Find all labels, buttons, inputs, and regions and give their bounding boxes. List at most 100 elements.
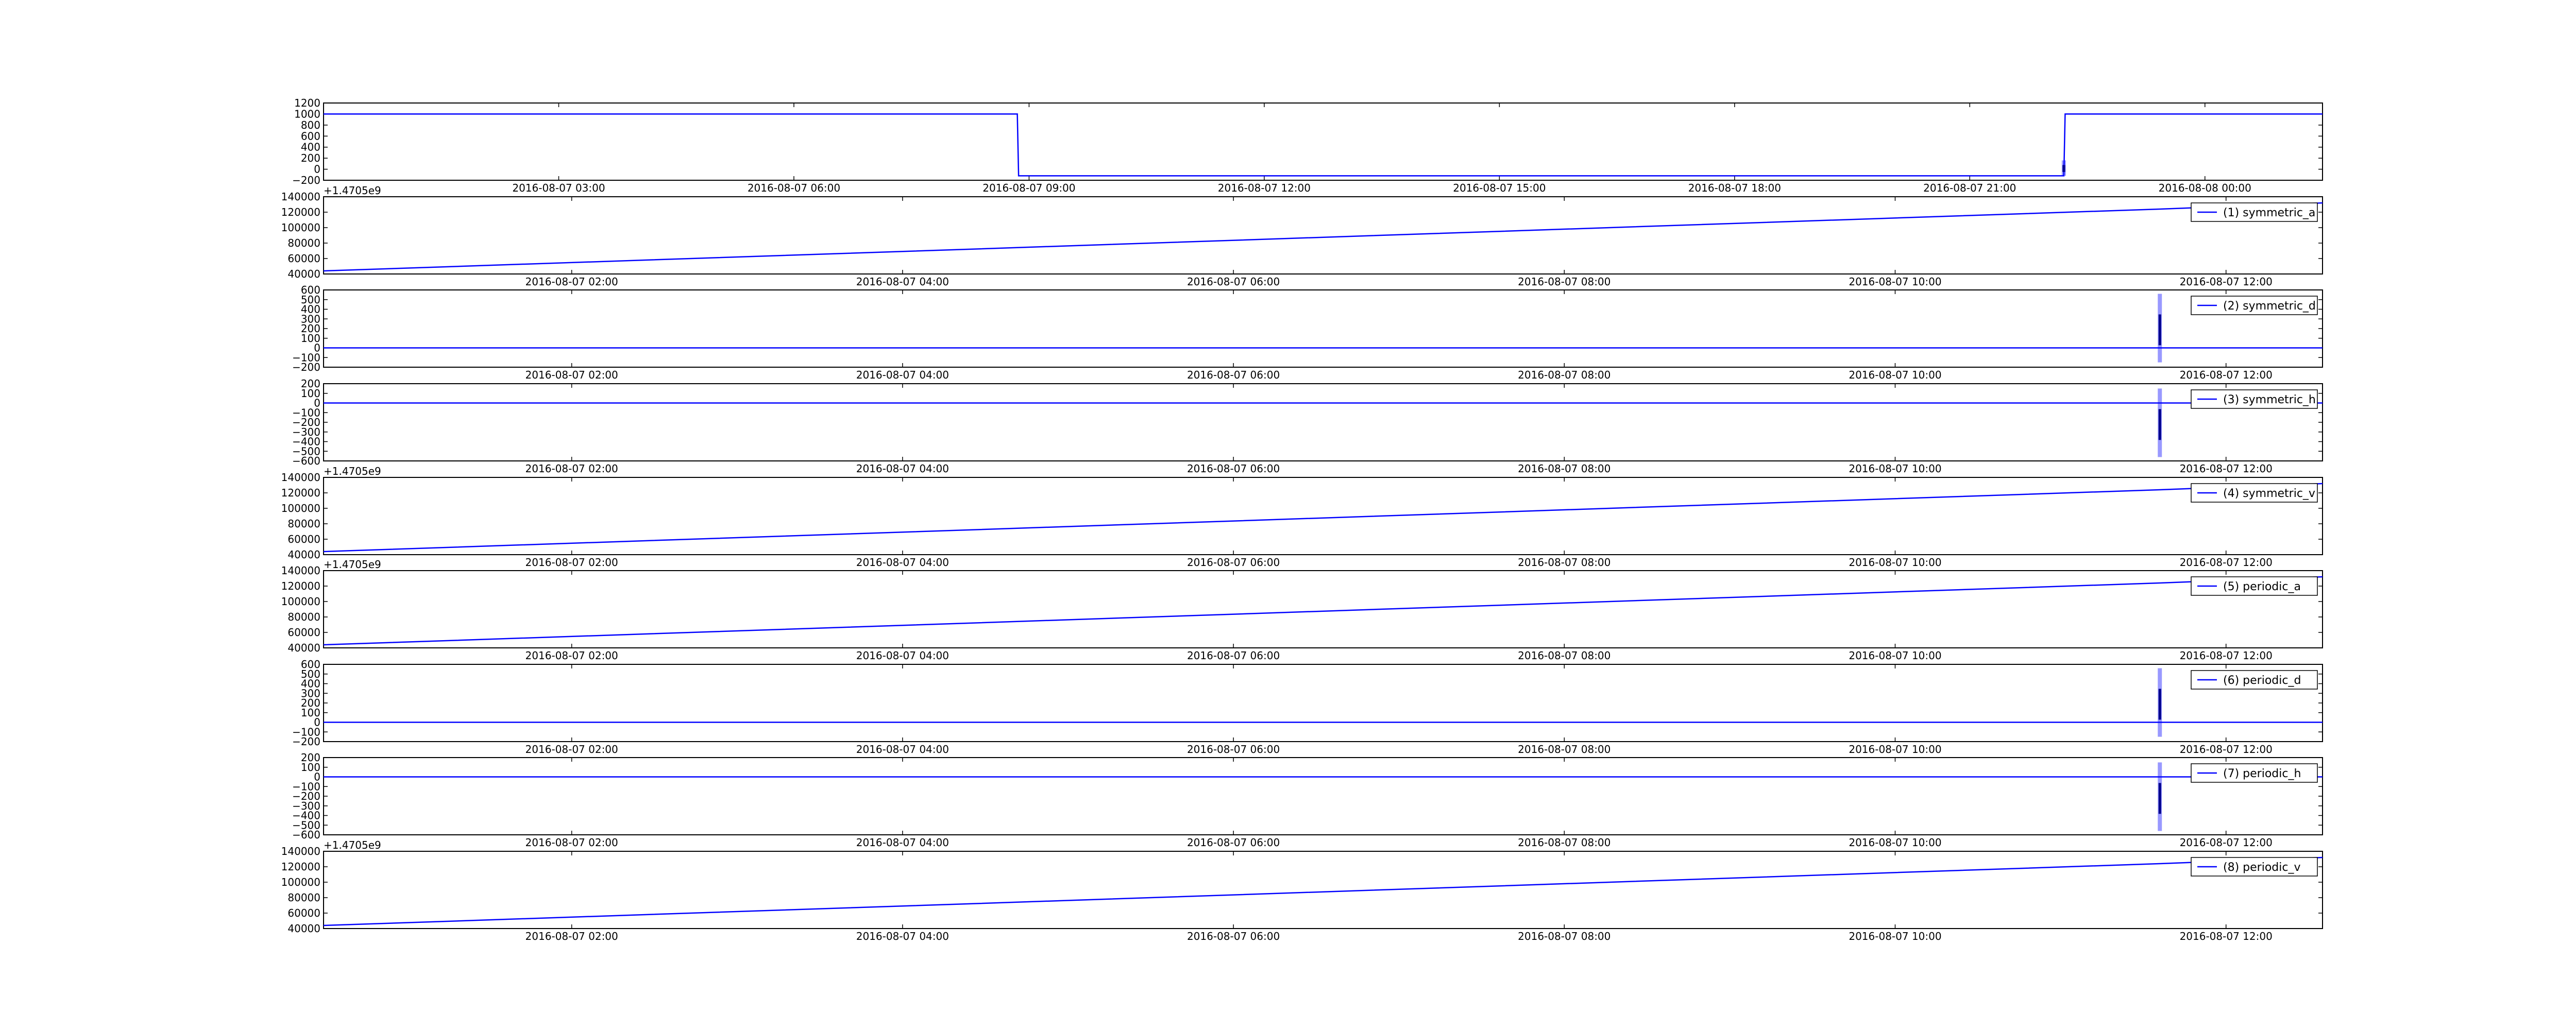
x-tick-label: 2016-08-07 08:00	[1518, 276, 1611, 288]
x-tick-label: 2016-08-07 12:00	[2180, 556, 2273, 569]
x-tick-label: 2016-08-07 02:00	[526, 930, 618, 942]
y-tick-label: −200	[292, 416, 320, 428]
y-tick-label: 60000	[287, 626, 320, 639]
legend-label: (3) symmetric_h	[2223, 393, 2316, 406]
y-offset-label: +1.4705e9	[324, 465, 381, 477]
x-tick-label: 2016-08-07 08:00	[1518, 836, 1611, 849]
y-tick-label: −500	[292, 445, 320, 457]
axes-frame-8	[323, 851, 2323, 929]
y-tick-label: 60000	[287, 533, 320, 545]
y-tick-label: 200	[301, 322, 320, 335]
x-tick-label: 2016-08-07 10:00	[1849, 462, 1941, 475]
x-tick-label: 2016-08-07 02:00	[526, 556, 618, 569]
legend-4: (4) symmetric_v	[2191, 483, 2318, 503]
x-tick-label: 2016-08-07 12:00	[2180, 743, 2273, 756]
y-tick-label: −500	[292, 819, 320, 831]
y-tick-label: 0	[314, 342, 320, 354]
x-tick-label: 2016-08-07 10:00	[1849, 276, 1941, 288]
legend-8: (8) periodic_v	[2191, 857, 2318, 877]
x-tick-label: 2016-08-07 03:00	[512, 182, 605, 194]
x-tick-label: 2016-08-07 10:00	[1849, 930, 1941, 942]
y-tick-label: 200	[301, 152, 320, 164]
y-tick-label: 80000	[287, 891, 320, 904]
y-tick-label: 0	[314, 716, 320, 729]
y-tick-label: 100000	[281, 876, 320, 888]
x-tick-label: 2016-08-07 06:00	[748, 182, 840, 194]
x-tick-label: 2016-08-07 12:00	[2180, 649, 2273, 662]
legend-5: (5) periodic_a	[2191, 576, 2318, 596]
legend-label: (5) periodic_a	[2223, 580, 2301, 593]
x-tick-label: 2016-08-07 18:00	[1688, 182, 1781, 194]
x-tick-label: 2016-08-07 04:00	[856, 743, 949, 756]
y-tick-label: 300	[301, 687, 320, 699]
legend-label: (4) symmetric_v	[2223, 487, 2315, 500]
subplot-4: 400006000080000100000120000140000+1.4705…	[281, 465, 2323, 569]
y-tick-label: −300	[292, 426, 320, 438]
y-tick-label: −300	[292, 800, 320, 812]
y-tick-label: 100000	[281, 502, 320, 514]
x-tick-label: 2016-08-07 06:00	[1187, 462, 1280, 475]
x-tick-label: 2016-08-07 08:00	[1518, 649, 1611, 662]
y-tick-label: 200	[301, 697, 320, 709]
y-tick-label: 80000	[287, 237, 320, 249]
x-tick-label: 2016-08-07 21:00	[1923, 182, 2016, 194]
y-tick-label: 500	[301, 668, 320, 680]
x-tick-label: 2016-08-07 02:00	[526, 276, 618, 288]
x-tick-label: 2016-08-08 00:00	[2159, 182, 2251, 194]
axes-frame-1	[323, 196, 2323, 274]
y-tick-label: 80000	[287, 518, 320, 530]
y-tick-label: 400	[301, 303, 320, 316]
y-tick-label: 800	[301, 119, 320, 131]
y-tick-label: 60000	[287, 252, 320, 265]
y-tick-label: −100	[292, 726, 320, 738]
x-tick-label: 2016-08-07 04:00	[856, 930, 949, 942]
y-tick-label: 0	[314, 163, 320, 176]
x-tick-label: 2016-08-07 02:00	[526, 369, 618, 381]
x-tick-label: 2016-08-07 10:00	[1849, 556, 1941, 569]
y-tick-label: −400	[292, 810, 320, 822]
y-tick-label: 1000	[294, 108, 320, 120]
series-line-0-0	[324, 113, 2323, 177]
x-tick-label: 2016-08-07 06:00	[1187, 276, 1280, 288]
y-tick-label: −100	[292, 406, 320, 419]
legend-label: (6) periodic_d	[2223, 674, 2301, 687]
x-tick-label: 2016-08-07 04:00	[856, 649, 949, 662]
y-tick-label: 80000	[287, 611, 320, 623]
y-tick-label: 120000	[281, 487, 320, 499]
x-tick-label: 2016-08-07 06:00	[1187, 649, 1280, 662]
y-tick-label: 40000	[287, 922, 320, 935]
x-tick-label: 2016-08-07 12:00	[1218, 182, 1311, 194]
y-tick-label: −200	[292, 174, 320, 186]
y-tick-label: 140000	[281, 845, 320, 857]
x-tick-label: 2016-08-07 12:00	[2180, 836, 2273, 849]
y-tick-label: 120000	[281, 206, 320, 218]
x-tick-label: 2016-08-07 06:00	[1187, 930, 1280, 942]
x-tick-label: 2016-08-07 08:00	[1518, 462, 1611, 475]
y-tick-label: 40000	[287, 268, 320, 280]
y-tick-label: −200	[292, 361, 320, 373]
x-tick-label: 2016-08-07 12:00	[2180, 930, 2273, 942]
y-tick-label: −100	[292, 351, 320, 364]
legend-label: (7) periodic_h	[2223, 767, 2301, 780]
x-tick-label: 2016-08-07 02:00	[526, 462, 618, 475]
y-tick-label: 100	[301, 387, 320, 400]
legend-box	[2191, 670, 2318, 690]
x-tick-label: 2016-08-07 12:00	[2180, 369, 2273, 381]
subplot-3: −600−500−400−300−200−10001002002016-08-0…	[292, 377, 2323, 475]
legend-label: (2) symmetric_d	[2223, 300, 2316, 313]
x-tick-label: 2016-08-07 04:00	[856, 836, 949, 849]
legend-6: (6) periodic_d	[2191, 670, 2318, 690]
x-tick-label: 2016-08-07 10:00	[1849, 743, 1941, 756]
y-tick-label: 40000	[287, 642, 320, 654]
x-tick-label: 2016-08-07 02:00	[526, 836, 618, 849]
legend-label: (8) periodic_v	[2223, 861, 2300, 874]
subplot-7: −600−500−400−300−200−10001002002016-08-0…	[292, 751, 2323, 849]
axes-frame-3	[323, 383, 2323, 461]
y-tick-label: 100	[301, 707, 320, 719]
x-tick-label: 2016-08-07 10:00	[1849, 649, 1941, 662]
subplot-5: 400006000080000100000120000140000+1.4705…	[281, 558, 2323, 662]
axes-frame-5	[323, 570, 2323, 648]
x-tick-label: 2016-08-07 04:00	[856, 369, 949, 381]
